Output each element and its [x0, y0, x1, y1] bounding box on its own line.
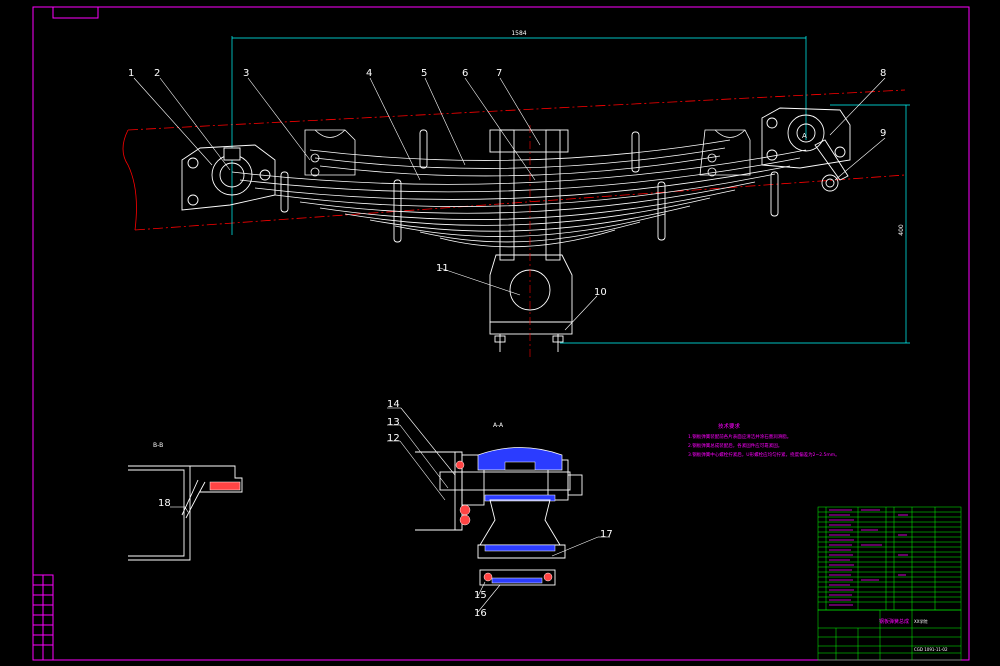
- leaf-spring-elevation: 1584 400: [122, 30, 910, 360]
- section-bb-leader: [170, 506, 189, 513]
- leader-lines: [133, 77, 886, 331]
- label-7: 7: [496, 68, 502, 79]
- frame-rail-end-break: [122, 129, 137, 231]
- dimension-height-text: 400: [898, 224, 905, 236]
- title-block-number: CGD 1091-11-02: [914, 647, 948, 652]
- notes-line-1: 1.钢板弹簧装配前各片表面应清洁并涂石墨润滑脂。: [688, 433, 791, 440]
- label-3: 3: [243, 68, 249, 79]
- label-11: 11: [436, 263, 449, 274]
- drawing-frame: [32, 6, 970, 661]
- label-8: 8: [880, 68, 886, 79]
- rubber-pads: [304, 129, 751, 177]
- label-14: 14: [387, 399, 400, 410]
- rear-shackle: [761, 107, 851, 192]
- section-aa-shackle-body: [477, 499, 566, 586]
- label-16: 16: [474, 608, 487, 619]
- notes-line-2: 2.钢板弹簧总成装配后，各紧固件应可靠紧固。: [688, 442, 782, 449]
- section-bb-pad: [209, 481, 241, 491]
- dimension-overall-length: [231, 36, 807, 235]
- label-5: 5: [421, 68, 427, 79]
- section-bb-channel: [128, 465, 243, 561]
- dimension-length-text: 1584: [511, 30, 526, 37]
- section-bb-title: B-B: [153, 442, 163, 449]
- parts-list-entries: [829, 509, 908, 606]
- title-block-name: 钢板弹簧总成: [879, 618, 909, 625]
- label-12: 12: [387, 433, 400, 444]
- leaf-stack: [231, 139, 807, 248]
- label-13: 13: [387, 417, 400, 428]
- notes-title: 技术要求: [718, 422, 741, 430]
- balloon-labels: 1 2 3 4 5 6 7 8 9 10 11: [128, 68, 886, 298]
- section-aa-leaders: [387, 407, 610, 613]
- title-block: [817, 609, 962, 661]
- section-marker-a: A: [802, 132, 807, 140]
- parts-list-table: [817, 506, 962, 611]
- dimension-height: [560, 104, 910, 344]
- label-6: 6: [462, 68, 468, 79]
- label-9: 9: [880, 128, 886, 139]
- label-18: 18: [158, 498, 171, 509]
- label-1: 1: [128, 68, 134, 79]
- title-block-company: XX学院: [914, 618, 927, 624]
- section-aa-pin: [439, 454, 583, 506]
- notes-line-3: 3.钢板弹簧中心螺栓拧紧后，U形螺栓应均匀拧紧，挠度偏差为2~2.5mm。: [688, 451, 840, 458]
- label-2: 2: [154, 68, 160, 79]
- label-15: 15: [474, 590, 487, 601]
- section-aa-view: A-A: [387, 399, 613, 619]
- section-aa-eye: [477, 447, 563, 502]
- label-10: 10: [594, 287, 607, 298]
- technical-notes: 技术要求 1.钢板弹簧装配前各片表面应清洁并涂石墨润滑脂。 2.钢板弹簧总成装配…: [688, 422, 840, 458]
- section-aa-bushings: [455, 460, 556, 584]
- label-17: 17: [600, 529, 613, 540]
- front-bracket: [181, 144, 276, 211]
- section-bb-view: B-B 18: [128, 442, 243, 561]
- label-4: 4: [366, 68, 372, 79]
- frame-rail-centerline: [127, 89, 906, 231]
- section-aa-title: A-A: [493, 422, 504, 429]
- leaf-clips: [280, 129, 779, 243]
